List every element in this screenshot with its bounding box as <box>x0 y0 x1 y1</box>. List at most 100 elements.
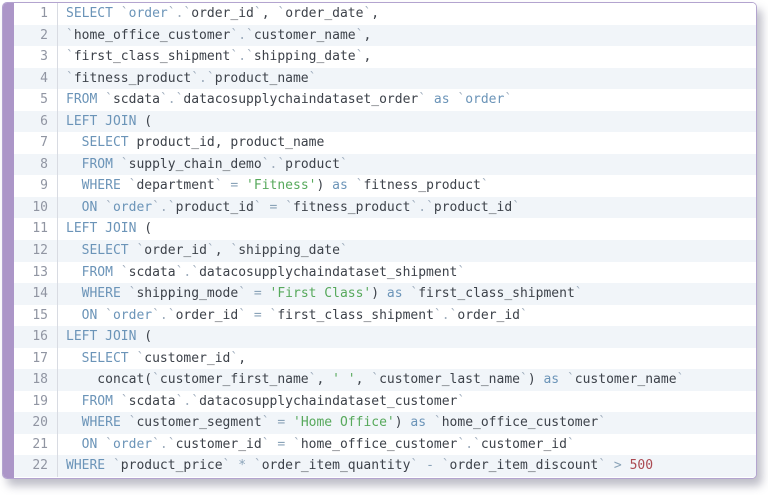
code-line[interactable]: 20 WHERE `customer_segment` = 'Home Offi… <box>14 412 756 434</box>
code-token: `.` <box>457 436 481 452</box>
code-token: product <box>285 156 340 172</box>
code-token <box>66 308 82 323</box>
code-token: customer_last_name <box>379 372 520 388</box>
code-token <box>97 437 105 452</box>
code-token: order_id <box>191 6 254 21</box>
code-token <box>97 200 105 215</box>
code-token: `.` <box>152 436 176 452</box>
code-token: ` <box>120 393 129 409</box>
code-line[interactable]: 7 SELECT product_id, product_name <box>14 132 756 154</box>
code-token: ` <box>120 156 129 172</box>
code-token: ` <box>253 199 262 215</box>
line-number: 22 <box>14 455 58 478</box>
code-text: FROM `scdata`.`datacosupplychaindataset_… <box>58 262 466 284</box>
code-token: fitness_product <box>73 70 192 86</box>
code-token: ` <box>120 6 129 21</box>
code-token: customer_segment <box>136 415 262 431</box>
line-number: 19 <box>14 390 58 413</box>
code-token: ` <box>128 415 137 431</box>
line-number: 20 <box>14 412 58 434</box>
code-token: , <box>363 27 372 43</box>
code-token: first_class_shipment <box>418 286 575 302</box>
code-token: SELECT <box>81 243 129 259</box>
code-line[interactable]: 21 ON `order`.`customer_id` = `home_offi… <box>14 433 756 456</box>
code-line[interactable]: 9 WHERE `department` = 'Fitness') as `fi… <box>14 175 756 197</box>
code-token: 'Home Office' <box>293 415 395 431</box>
code-token: , <box>316 372 333 388</box>
code-token <box>121 178 129 193</box>
line-number: 2 <box>14 24 58 47</box>
code-token: = <box>253 286 262 302</box>
code-token <box>622 458 630 473</box>
code-token: ` <box>520 307 528 323</box>
code-line[interactable]: 3`first_class_shipment`.`shipping_date`, <box>14 46 756 68</box>
code-token: ` <box>504 92 513 108</box>
code-token: ` <box>152 372 160 388</box>
code-token: ON <box>81 436 98 452</box>
code-token <box>348 178 356 193</box>
code-line[interactable]: 4`fitness_product`.`product_name` <box>14 67 756 90</box>
code-token: , <box>363 49 372 65</box>
code-token: ` <box>128 286 137 302</box>
code-token: customer_first_name <box>159 372 309 388</box>
code-line[interactable]: 12 SELECT `order_id`, `shipping_date` <box>14 240 756 262</box>
code-token <box>285 437 293 452</box>
code-line[interactable]: 19 FROM `scdata`.`datacosupplychaindatas… <box>14 390 756 413</box>
code-token: ) <box>371 286 387 302</box>
code-token: ` <box>222 458 231 474</box>
code-token <box>426 92 434 107</box>
code-token: ` <box>418 92 427 108</box>
code-token: , <box>261 6 278 21</box>
code-token: = <box>253 307 262 323</box>
code-text: LEFT JOIN ( <box>58 218 152 240</box>
code-token: ` <box>355 27 364 43</box>
code-token: ` <box>136 243 145 259</box>
line-number: 14 <box>14 283 58 305</box>
code-token: product_id <box>175 199 254 215</box>
code-token <box>66 135 82 150</box>
code-line[interactable]: 15 ON `order`.`order_id` = `first_class_… <box>14 304 756 327</box>
code-token: order <box>465 92 505 108</box>
code-line[interactable]: 17 SELECT `customer_id`, <box>14 347 756 370</box>
code-line[interactable]: 2`home_office_customer`.`customer_name`, <box>14 24 756 47</box>
code-token: as <box>433 92 450 108</box>
code-token: order <box>112 307 153 323</box>
code-token: `.` <box>410 199 434 215</box>
code-token: product_name <box>214 70 309 86</box>
code-text: WHERE `customer_segment` = 'Home Office'… <box>58 412 606 434</box>
code-token: , <box>371 6 380 21</box>
code-token <box>285 415 293 430</box>
code-token: home_office_customer <box>73 27 231 43</box>
code-text: concat(`customer_first_name`, ' ', `cust… <box>58 369 684 391</box>
code-line[interactable]: 8 FROM `supply_chain_demo`.`product` <box>14 153 756 176</box>
code-text: ON `order`.`product_id` = `fitness_produ… <box>58 197 520 219</box>
code-token: first_class_shipment <box>73 49 231 65</box>
code-token: ` <box>120 264 129 280</box>
line-number: 9 <box>14 175 58 197</box>
code-line[interactable]: 10 ON `order`.`product_id` = `fitness_pr… <box>14 196 756 219</box>
code-text: FROM `scdata`.`datacosupplychaindataset_… <box>58 89 512 111</box>
code-token: product_price <box>120 458 223 474</box>
code-token: ) <box>394 415 411 431</box>
code-token: home_office_customer <box>441 415 599 431</box>
code-line[interactable]: 18 concat(`customer_first_name`, ' ', `c… <box>14 369 756 391</box>
code-text: SELECT product_id, product_name <box>58 132 325 154</box>
code-line[interactable]: 13 FROM `scdata`.`datacosupplychaindatas… <box>14 261 756 284</box>
code-token: order_id <box>144 243 207 259</box>
code-token: as <box>332 178 348 194</box>
code-token: - <box>426 458 434 474</box>
code-token <box>66 394 82 409</box>
code-token <box>418 458 426 473</box>
code-token: ` <box>480 178 489 194</box>
code-line[interactable]: 14 WHERE `shipping_mode` = 'First Class'… <box>14 283 756 305</box>
line-number: 18 <box>14 369 58 391</box>
code-token: ( <box>136 113 153 129</box>
code-token: ` <box>293 436 301 452</box>
